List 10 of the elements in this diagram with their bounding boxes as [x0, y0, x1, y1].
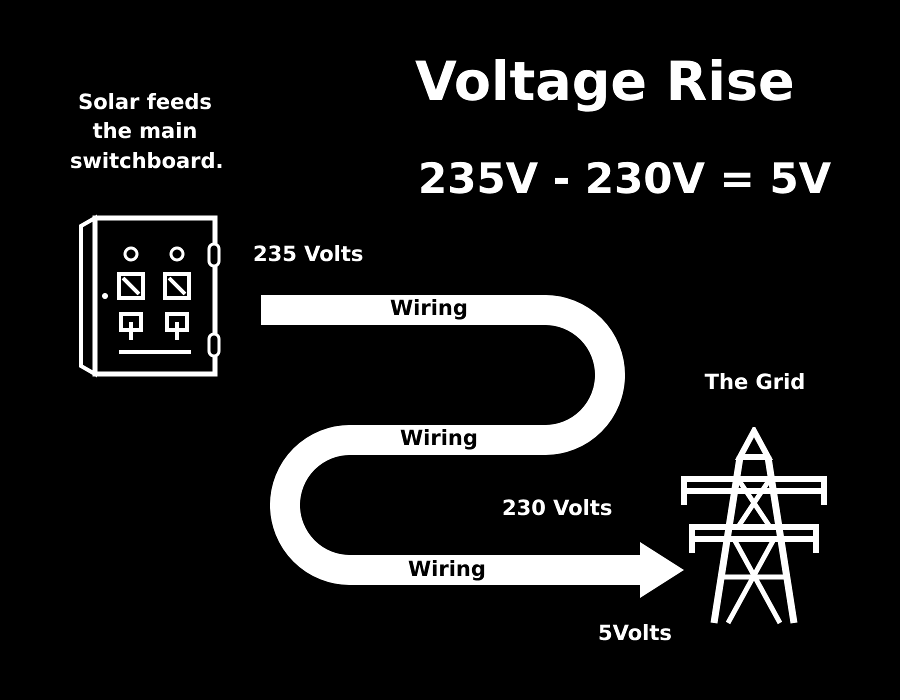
formula: 235V - 230V = 5V: [418, 158, 832, 200]
wiring-label: Wiring: [408, 559, 486, 580]
node-heading: Solar feeds the main switchboard.: [70, 89, 220, 175]
voltage-label: 230 Volts: [502, 498, 612, 519]
wiring-label: Wiring: [390, 298, 468, 319]
voltage-label: 235 Volts: [253, 244, 364, 265]
wiring-arrow: [261, 295, 684, 598]
wiring-label: Wiring: [400, 428, 478, 449]
voltage-label: 5Volts: [598, 623, 672, 644]
node-heading: The Grid: [704, 369, 806, 396]
